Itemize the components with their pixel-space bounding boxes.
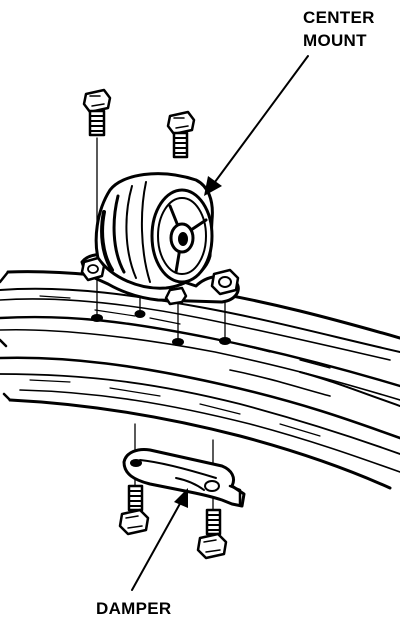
crossmember-beam (0, 270, 400, 490)
mount-bolt-left (82, 88, 112, 137)
damper-bolt-right (196, 508, 228, 560)
center-mount-leader-arrow (204, 55, 309, 196)
beam-bolt-holes (91, 310, 231, 346)
damper-bolt-left (118, 484, 150, 536)
mount-bolt-middle (166, 110, 196, 159)
damper-leader-arrow (131, 488, 188, 591)
damper-label: DAMPER (96, 599, 171, 618)
damper (122, 448, 246, 508)
center-mount-label-line1: CENTER (303, 8, 375, 27)
center-mount-label-line2: MOUNT (303, 31, 367, 50)
center-mount (80, 172, 240, 306)
